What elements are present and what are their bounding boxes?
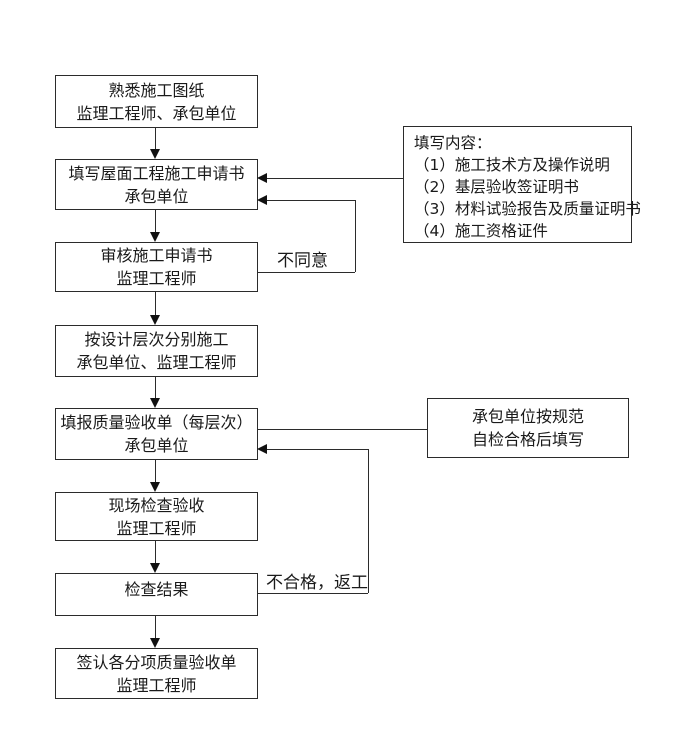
connector-disagree-loop-bottom <box>257 272 355 273</box>
arrowhead-down-icon <box>150 482 160 492</box>
edge-label-rework: 不合格，返工 <box>266 568 368 593</box>
annotation-item-1: （1）施工技术方及操作说明 <box>414 156 610 174</box>
arrowhead-left-icon <box>257 444 267 454</box>
edge-label-disagree: 不同意 <box>277 246 328 271</box>
connector-step5-annotation <box>257 429 427 430</box>
annotation-fill-content-note: 填写内容： （1）施工技术方及操作说明 （2）基层验收签证明书 （3）材料试验报… <box>403 126 641 243</box>
connector-step6-step7 <box>155 541 156 564</box>
step-review-construction-application: 审核施工申请书 监理工程师 <box>55 242 258 292</box>
step-actor-text: 监理工程师 <box>116 518 197 538</box>
connector-step5-step6 <box>155 460 156 483</box>
step-text: 填写屋面工程施工申请书 <box>68 163 245 183</box>
connector-disagree-loop-vertical <box>355 200 356 272</box>
step-text: 审核施工申请书 <box>100 246 213 265</box>
step-actor-text: 承包单位 <box>124 436 189 455</box>
step-familiarize-construction-drawings: 熟悉施工图纸 监理工程师、承包单位 <box>55 75 258 128</box>
step-construct-by-design-layers: 按设计层次分别施工 承包单位、监理工程师 <box>55 325 258 377</box>
step-text: 现场检查验收 <box>108 495 205 515</box>
arrowhead-down-icon <box>150 563 160 573</box>
annotation-text: 自检合格后填写 <box>471 430 584 449</box>
step-actor-text: 监理工程师 <box>116 675 197 695</box>
step-actor-text: 承包单位、监理工程师 <box>76 353 237 372</box>
arrowhead-down-icon <box>150 232 160 242</box>
annotation-self-check-note: 承包单位按规范 自检合格后填写 <box>427 398 629 458</box>
connector-disagree-loop-top <box>266 200 355 201</box>
connector-step3-step4 <box>155 292 156 316</box>
connector-annotation-to-step2 <box>266 178 403 179</box>
connector-rework-loop-top <box>266 449 368 450</box>
connector-step4-step5 <box>155 377 156 399</box>
annotation-item-4: （4）施工资格证件 <box>414 222 548 240</box>
arrowhead-left-icon <box>257 195 267 205</box>
step-sign-quality-acceptance-forms: 签认各分项质量验收单 监理工程师 <box>55 648 258 699</box>
arrowhead-left-icon <box>257 173 267 183</box>
connector-rework-loop-bottom <box>257 593 368 594</box>
arrowhead-down-icon <box>150 638 160 648</box>
connector-rework-loop-vertical <box>368 449 369 593</box>
arrowhead-down-icon <box>150 315 160 325</box>
annotation-title: 填写内容： <box>414 134 492 152</box>
arrowhead-down-icon <box>150 149 160 159</box>
step-text: 填报质量验收单（每层次） <box>60 413 253 432</box>
step-text: 签认各分项质量验收单 <box>76 652 237 672</box>
step-actor-text: 监理工程师 <box>116 269 197 288</box>
annotation-item-3: （3）材料试验报告及质量证明书 <box>414 200 641 218</box>
annotation-text: 承包单位按规范 <box>471 407 584 426</box>
step-text: 熟悉施工图纸 <box>108 80 205 100</box>
connector-step2-step3 <box>155 210 156 233</box>
connector-step7-step8 <box>155 616 156 639</box>
step-text: 检查结果 <box>124 580 189 599</box>
connector-step1-step2 <box>155 128 156 150</box>
annotation-item-2: （2）基层验收签证明书 <box>414 178 579 196</box>
step-inspection-result: 检查结果 <box>55 573 258 616</box>
step-actor-text: 承包单位 <box>124 186 189 206</box>
step-text: 按设计层次分别施工 <box>84 330 229 349</box>
step-actor-text: 监理工程师、承包单位 <box>76 103 237 123</box>
arrowhead-down-icon <box>150 398 160 408</box>
step-submit-quality-acceptance-form: 填报质量验收单（每层次） 承包单位 <box>55 408 258 460</box>
step-fill-roof-construction-application: 填写屋面工程施工申请书 承包单位 <box>55 159 258 210</box>
step-site-inspection-acceptance: 现场检查验收 监理工程师 <box>55 492 258 541</box>
